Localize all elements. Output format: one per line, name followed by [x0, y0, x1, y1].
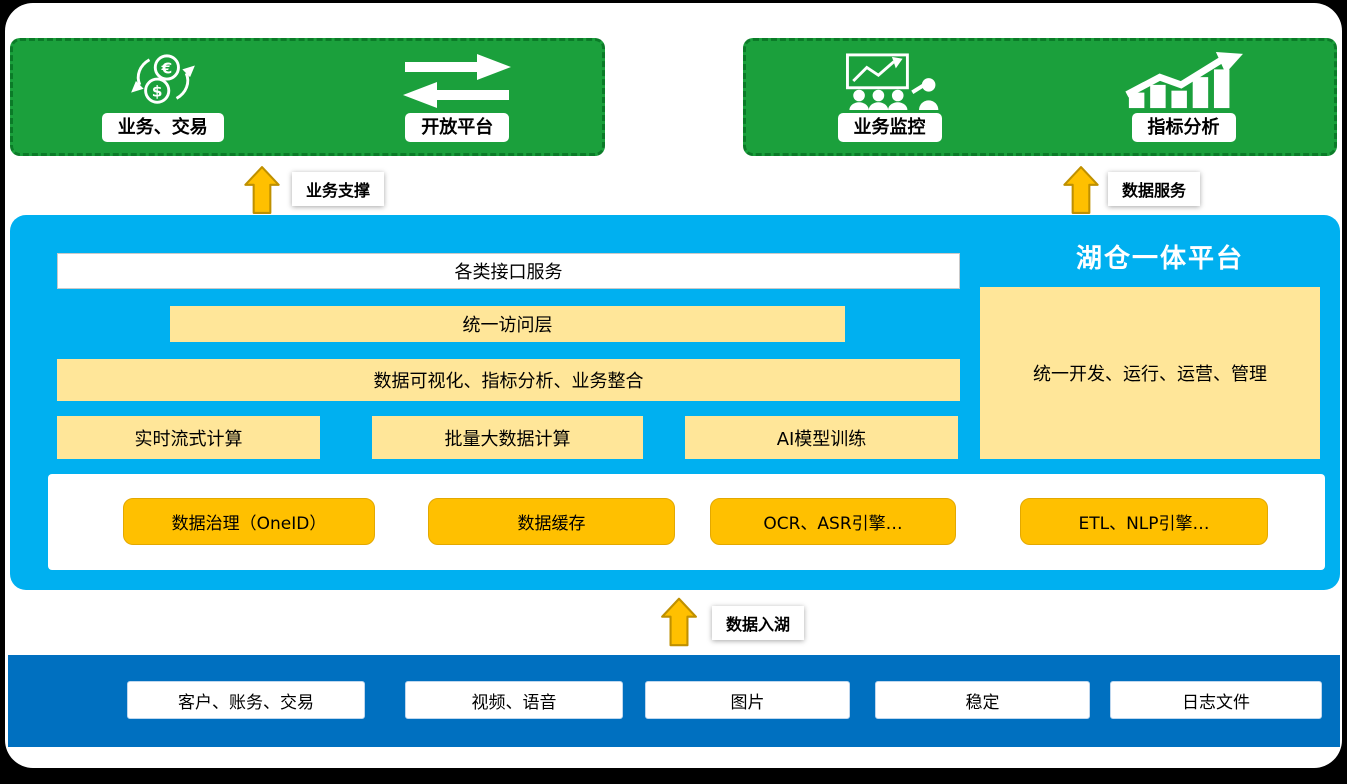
batch-compute-box: 批量大数据计算	[372, 416, 643, 459]
platform-title: 湖仓一体平台	[1075, 244, 1244, 274]
source-images: 图片	[645, 681, 850, 719]
stream-compute-box: 实时流式计算	[57, 416, 320, 459]
label-business-support: 业务支撑	[292, 172, 385, 206]
svg-text:€: €	[160, 59, 172, 77]
source-stable: 稳定	[875, 681, 1090, 719]
label-indicator-analysis: 指标分析	[1131, 112, 1236, 143]
item-indicator-analysis: 指标分析	[1119, 51, 1249, 143]
business-monitor-icon	[845, 53, 938, 110]
ocr-asr-engine-box: OCR、ASR引擎…	[710, 498, 956, 545]
data-cache-box: 数据缓存	[428, 498, 675, 545]
item-business-transaction: € $ 业务、交易	[101, 52, 224, 143]
currency-exchange-icon: € $	[130, 54, 195, 104]
up-arrow-data-service-icon	[1063, 166, 1099, 214]
source-video-audio: 视频、语音	[405, 681, 623, 719]
label-business-transaction: 业务、交易	[101, 112, 224, 143]
up-arrow-business-support-icon	[244, 166, 280, 214]
data-governance-box: 数据治理（OneID）	[123, 498, 375, 545]
label-open-platform: 开放平台	[405, 112, 510, 143]
unified-access-bar: 统一访问层	[170, 306, 845, 342]
label-data-service: 数据服务	[1108, 172, 1201, 206]
label-data-into-lake: 数据入湖	[712, 606, 805, 640]
source-log-files: 日志文件	[1110, 681, 1322, 719]
unified-management-box: 统一开发、运行、运营、管理	[980, 287, 1320, 459]
chart-growth-icon	[1124, 51, 1243, 108]
label-business-monitor: 业务监控	[837, 112, 942, 143]
group-monitor-analytics: 业务监控 指标分析	[743, 38, 1337, 156]
item-open-platform: 开放平台	[401, 52, 513, 143]
up-arrow-data-into-lake-icon	[661, 597, 697, 647]
ai-training-box: AI模型训练	[685, 416, 958, 459]
transfer-arrows-icon	[403, 53, 512, 108]
item-business-monitor: 业务监控	[832, 52, 948, 143]
api-services-bar: 各类接口服务	[57, 253, 960, 289]
group-business-apps: € $ 业务、交易 开放平台	[10, 38, 605, 156]
etl-nlp-engine-box: ETL、NLP引擎…	[1020, 498, 1268, 545]
svg-text:$: $	[152, 82, 163, 100]
visualization-bar: 数据可视化、指标分析、业务整合	[57, 359, 960, 401]
source-customer-accounts: 客户、账务、交易	[127, 681, 365, 719]
